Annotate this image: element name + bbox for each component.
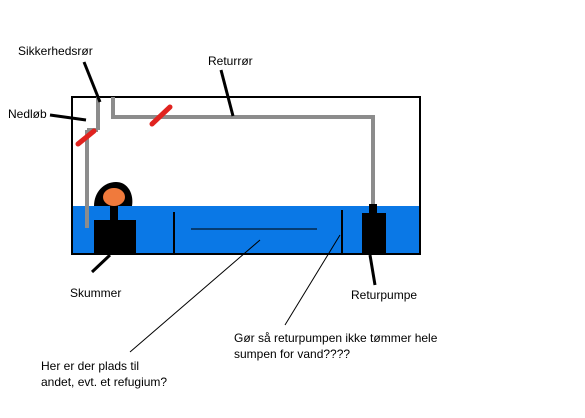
pump-top [369, 204, 377, 214]
pump-body [362, 213, 386, 254]
return-pipe [111, 97, 375, 206]
skimmer-body [94, 220, 136, 254]
leader-pump-note [284, 234, 341, 326]
skimmer-cup [103, 188, 125, 206]
note-space-line1: Her er der plads til [41, 359, 139, 373]
leader-skimmer [90, 253, 112, 274]
leader-overflow [49, 113, 87, 122]
label-return-pipe: Returrør [208, 54, 253, 68]
sump-outline [71, 96, 421, 255]
leader-return-pipe [219, 69, 235, 117]
note-pump-line2: sumpen for vand???? [234, 347, 350, 361]
note-space-line2: andet, evt. et refugium? [41, 375, 167, 389]
label-safety-pipe: Sikkerhedsrør [18, 44, 93, 58]
valve-return [149, 104, 173, 127]
label-overflow: Nedløb [8, 107, 47, 121]
skimmer [94, 182, 136, 254]
valve-overflow [75, 128, 97, 147]
leader-space-note [129, 239, 261, 353]
leader-safety [82, 61, 102, 103]
leader-pump [368, 254, 377, 286]
leader-lines [49, 61, 377, 353]
label-skimmer: Skummer [70, 286, 121, 300]
note-pump-line1: Gør så returpumpen ikke tømmer hele [234, 331, 438, 345]
return-pump [362, 204, 386, 254]
label-return-pump: Returpumpe [351, 288, 417, 302]
skimmer-neck [110, 206, 118, 220]
